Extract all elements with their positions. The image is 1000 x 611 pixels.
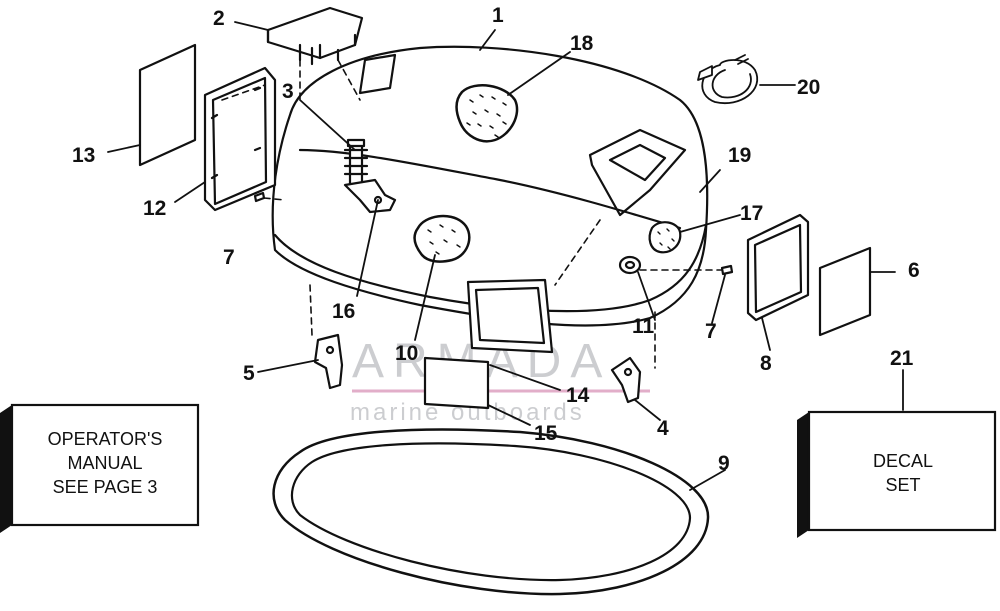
screw-right-part (720, 264, 734, 276)
callout-8: 8 (760, 352, 772, 375)
callout-1: 1 (492, 4, 504, 27)
wire-harness-part (697, 54, 758, 105)
grommet-part (618, 255, 642, 275)
side-decal-right-part (818, 246, 872, 337)
bracket-right-part (610, 356, 642, 404)
callout-15: 15 (534, 422, 558, 445)
callout-4: 4 (657, 417, 669, 440)
callout-16: 16 (332, 300, 355, 323)
callout-2: 2 (213, 7, 225, 30)
decal-line-1: DECAL (873, 451, 933, 471)
access-window-part (466, 278, 554, 354)
callout-14: 14 (566, 384, 590, 407)
callout-labels: 1 2 3 4 5 6 7 7 8 9 10 11 12 13 14 15 16… (72, 4, 920, 475)
callout-11: 11 (632, 315, 655, 338)
acoustic-foam-side-part (648, 221, 682, 254)
manual-line-3: SEE PAGE 3 (53, 477, 158, 497)
callout-20: 20 (797, 76, 820, 99)
side-panel-part (203, 66, 277, 212)
bracket-left-part (313, 333, 344, 390)
callout-9: 9 (718, 452, 730, 475)
acoustic-foam-top-part (455, 84, 519, 143)
callout-7-left: 7 (223, 246, 235, 269)
callout-12: 12 (143, 197, 166, 220)
decal-set-box: DECAL SET (797, 410, 997, 538)
callout-3: 3 (282, 80, 294, 103)
callout-5: 5 (243, 362, 255, 385)
decal-plate-part (423, 356, 490, 410)
side-decal-panel-part (138, 43, 197, 167)
alignment-lines (221, 59, 723, 369)
manual-line-2: MANUAL (67, 453, 142, 473)
callout-7-right: 7 (705, 320, 717, 343)
callout-19: 19 (728, 144, 751, 167)
callout-17: 17 (740, 202, 763, 225)
manual-line-1: OPERATOR'S (48, 429, 163, 449)
motor-cover-part (271, 45, 709, 327)
callout-10: 10 (395, 342, 418, 365)
callout-18: 18 (570, 32, 594, 55)
operators-manual-box: OPERATOR'S MANUAL SEE PAGE 3 (0, 403, 200, 533)
screw-left-part (253, 191, 266, 203)
callout-21: 21 (890, 347, 914, 370)
side-panel-right-part (746, 213, 810, 322)
foam-pad-part (413, 214, 471, 263)
leader-lines (107, 21, 904, 491)
callout-6: 6 (908, 259, 920, 282)
decal-line-2: SET (885, 475, 920, 495)
callout-13: 13 (72, 144, 95, 167)
latch-handle-part (266, 6, 364, 66)
seal-part (272, 428, 710, 596)
